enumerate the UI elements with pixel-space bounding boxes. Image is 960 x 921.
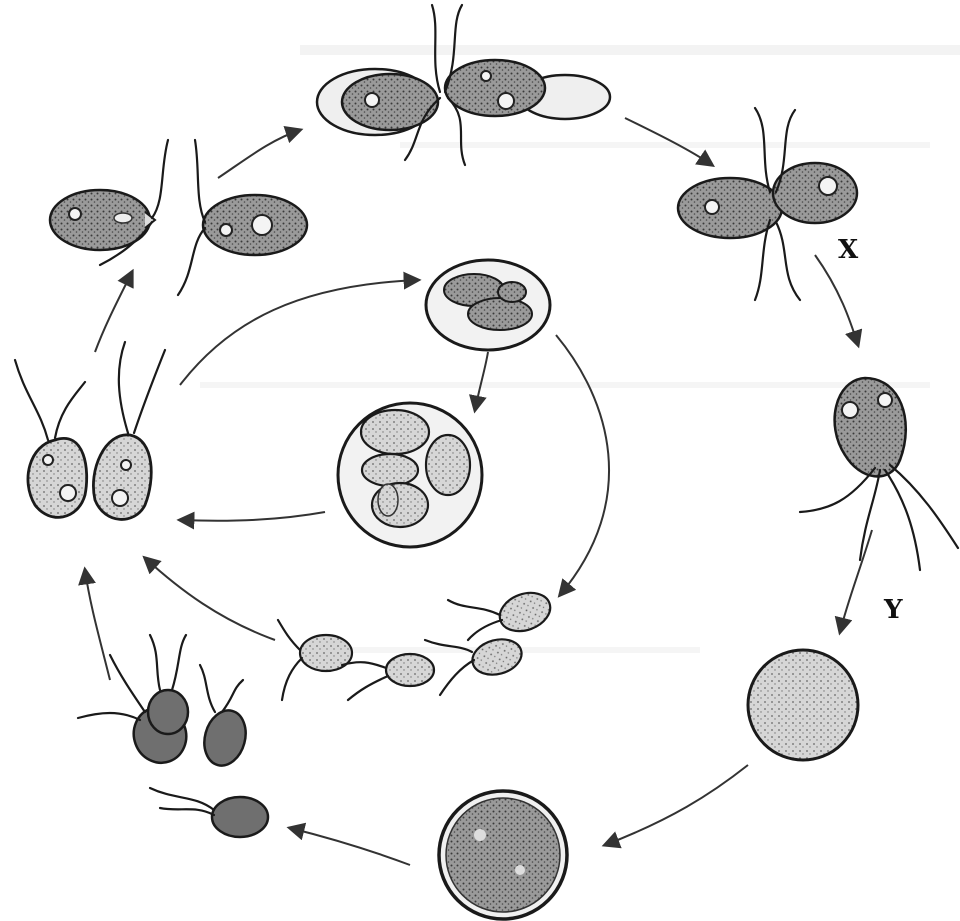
released-zoospores <box>278 586 556 700</box>
dividing-cell-inner-top <box>426 260 550 350</box>
fusing-gametes-top <box>317 5 610 165</box>
zygote-fused-x <box>678 108 857 300</box>
zygospore-light <box>748 650 858 760</box>
label-y: Y <box>883 595 903 625</box>
vegetative-cells-left <box>15 342 165 519</box>
background-bleed-through <box>200 50 960 650</box>
label-x: X <box>838 235 859 265</box>
gamete-pair-upper-left <box>50 140 307 295</box>
quadriflagellate-zygote-y <box>800 378 958 570</box>
sporangium-four-cells <box>338 403 482 547</box>
zygospore-dark <box>439 791 567 919</box>
